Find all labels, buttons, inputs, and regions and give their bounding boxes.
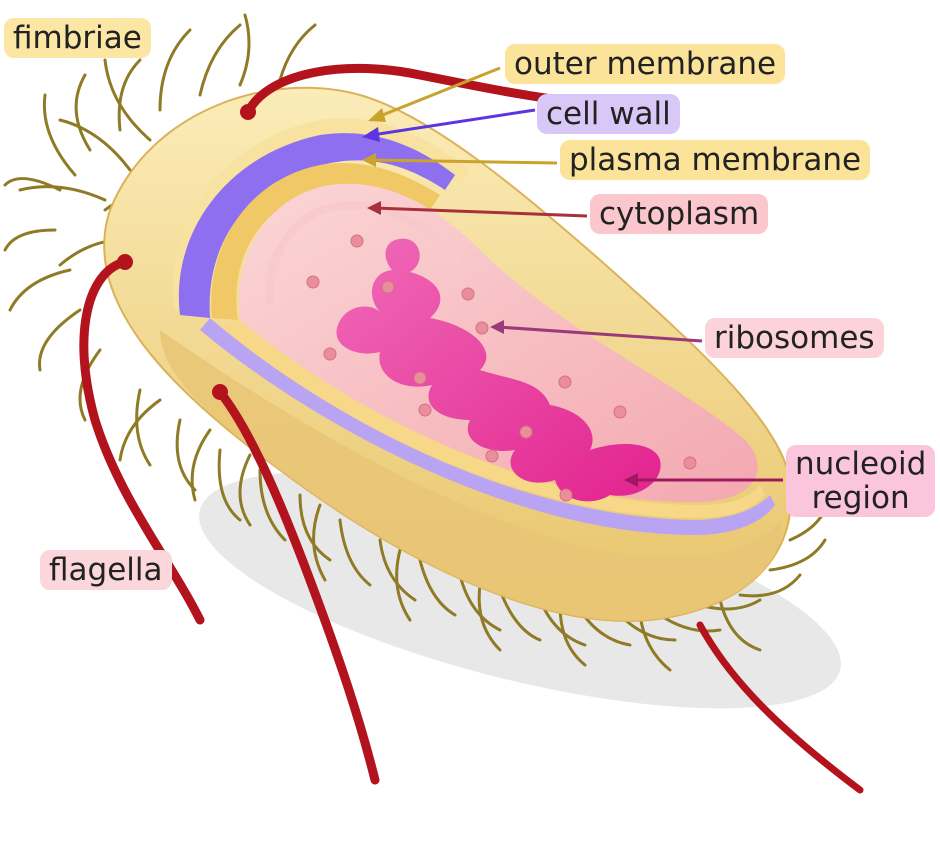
label-nucleoid-region: nucleoid region (786, 445, 935, 517)
label-plasma-membrane: plasma membrane (560, 140, 870, 180)
label-cell-wall: cell wall (537, 94, 680, 134)
label-nucleoid-line1: nucleoid (795, 447, 926, 481)
label-nucleoid-line2: region (795, 481, 926, 515)
label-flagella: flagella (40, 550, 172, 590)
label-outer-membrane: outer membrane (505, 44, 785, 84)
label-ribosomes: ribosomes (705, 318, 884, 358)
label-fimbriae: fimbriae (4, 18, 151, 58)
label-cytoplasm: cytoplasm (590, 194, 768, 234)
